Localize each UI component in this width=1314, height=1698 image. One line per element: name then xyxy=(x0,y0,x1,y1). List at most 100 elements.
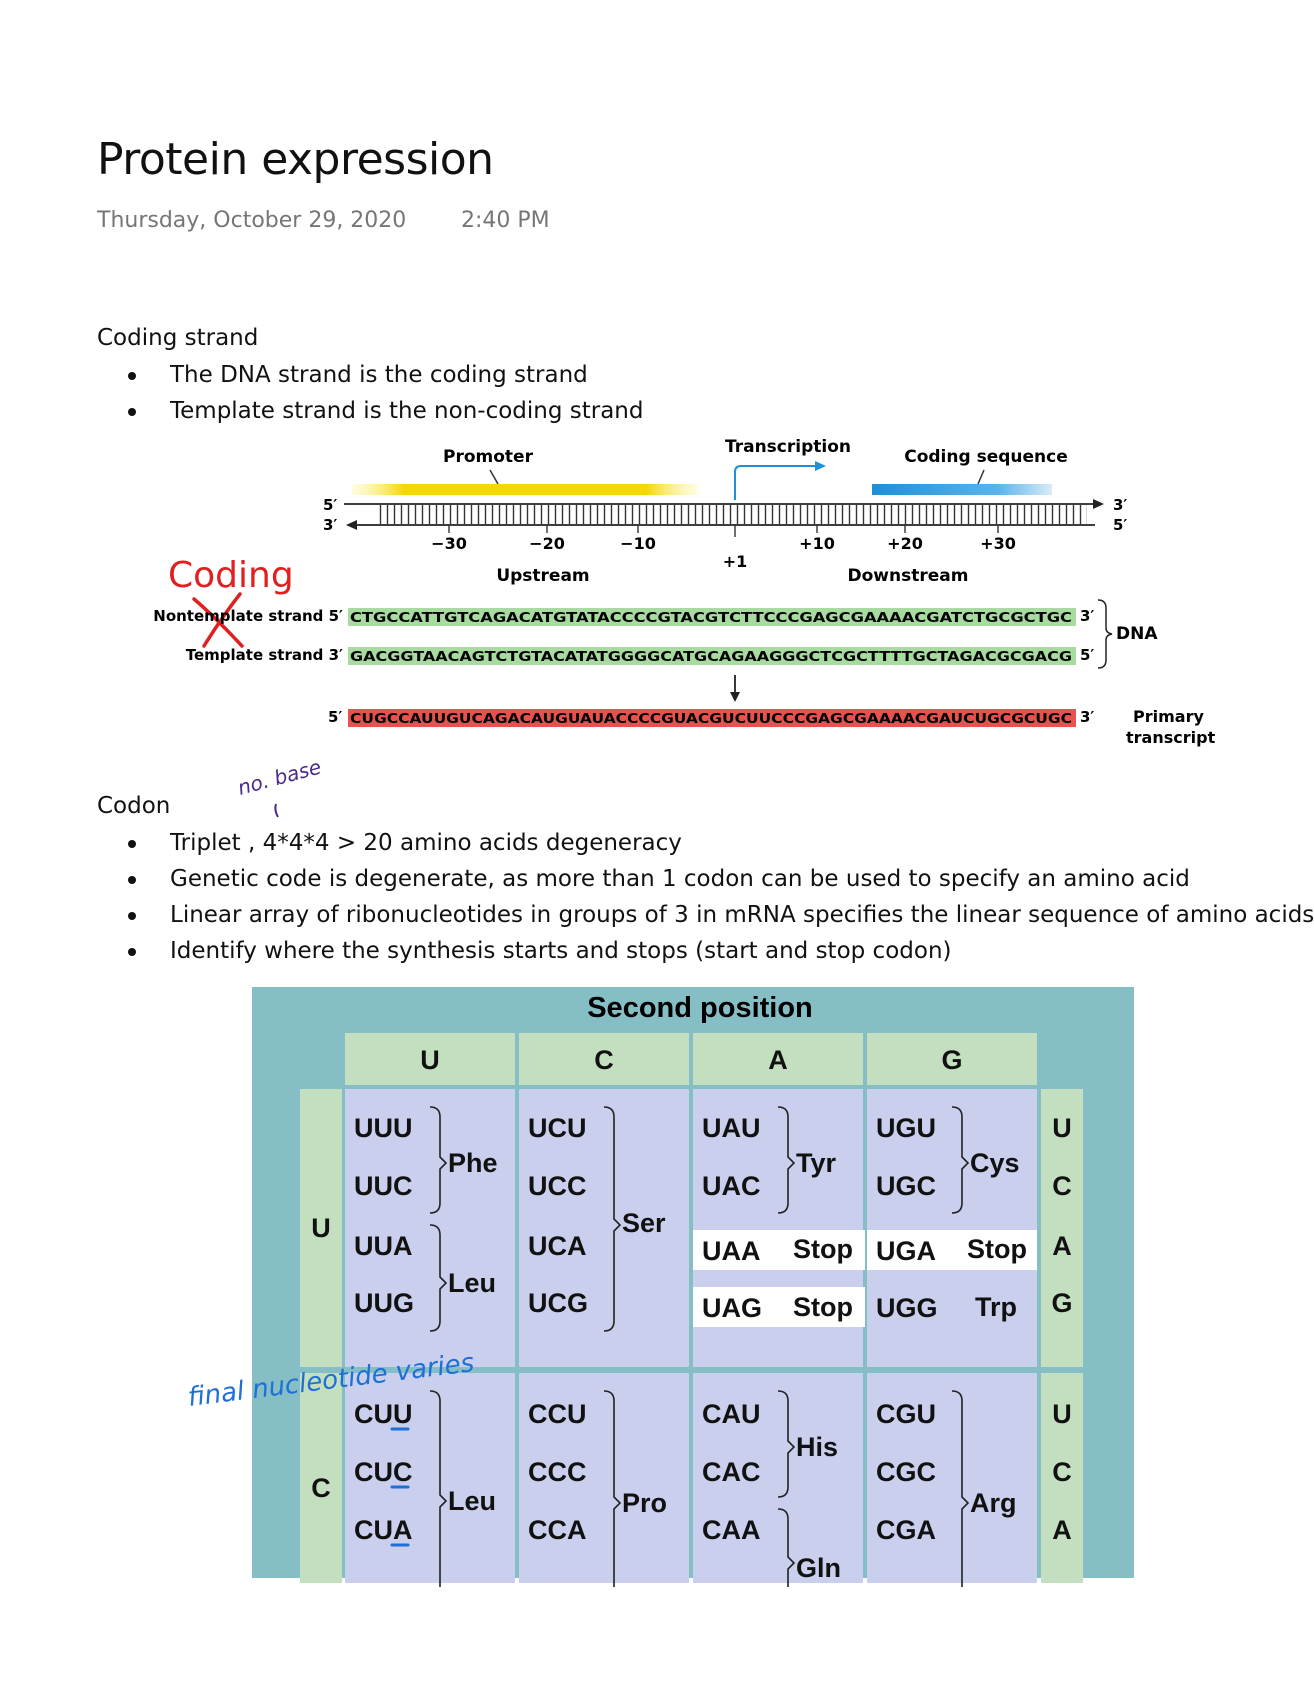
codon: UCU xyxy=(528,1113,587,1143)
note-title: Protein expression xyxy=(97,134,494,185)
top-strand-5prime: 5′ xyxy=(323,496,337,514)
column-header: U xyxy=(420,1045,440,1075)
tick-label: +10 xyxy=(799,534,835,553)
column-header: C xyxy=(594,1045,614,1075)
nontemplate-strand-label: Nontemplate strand 5′ xyxy=(153,607,343,625)
transcription-label: Transcription xyxy=(725,437,851,457)
list-item: Genetic code is degenerate, as more than… xyxy=(120,861,1200,897)
tick-label: +20 xyxy=(887,534,923,553)
codon: UUC xyxy=(354,1171,413,1201)
dna-brace-icon xyxy=(1097,599,1113,669)
codon: CCU xyxy=(528,1399,587,1429)
nontemplate-sequence: CTGCCATTGTCAGACATGTATACCCCGTACGTCTTCCCGA… xyxy=(350,610,1072,626)
stop-label: Stop xyxy=(793,1234,853,1264)
handwritten-cross-icon xyxy=(192,592,244,648)
template-sequence: GACGGTAACAGTCTGTACATATGGGGCATGCAGAAGGGCT… xyxy=(350,649,1072,665)
upstream-label: Upstream xyxy=(496,566,589,586)
amino-acid: His xyxy=(796,1432,838,1462)
codon: CGA xyxy=(876,1515,936,1545)
tick-label: +1 xyxy=(723,552,748,571)
amino-acid: Cys xyxy=(970,1148,1020,1178)
codon-heading: Codon xyxy=(97,793,171,819)
coding-strand-heading: Coding strand xyxy=(97,325,259,351)
bottom-strand-5prime: 5′ xyxy=(1113,516,1127,534)
dna-label: DNA xyxy=(1116,624,1158,644)
codon: UCC xyxy=(528,1171,587,1201)
handwritten-coding: Coding xyxy=(168,555,294,596)
third-position: C xyxy=(1052,1457,1072,1487)
amino-acid: Ser xyxy=(622,1208,666,1238)
amino-acid: Gln xyxy=(796,1553,841,1583)
codon: UAU xyxy=(702,1113,761,1143)
bottom-strand-3prime: 3′ xyxy=(323,516,337,534)
codon: UUU xyxy=(354,1113,413,1143)
codon: UAA xyxy=(702,1236,761,1266)
third-position: G xyxy=(1051,1288,1072,1318)
handwritten-final-nucleotide-note: final nucleotide varies xyxy=(186,1348,476,1413)
downstream-label: Downstream xyxy=(848,566,969,586)
amino-acid: Leu xyxy=(448,1486,496,1516)
primary-transcript-label: transcript xyxy=(1126,728,1216,747)
first-position: C xyxy=(311,1473,331,1503)
codon: CUU xyxy=(354,1399,413,1429)
list-item: Identify where the synthesis starts and … xyxy=(120,933,1200,969)
tick-label: −30 xyxy=(431,534,467,553)
second-position-header: Second position xyxy=(587,992,813,1024)
codon: UAC xyxy=(702,1171,761,1201)
column-header: G xyxy=(941,1045,962,1075)
codon: UAG xyxy=(702,1293,762,1323)
promoter-label: Promoter xyxy=(443,447,534,467)
codon: UGG xyxy=(876,1293,938,1323)
third-position: U xyxy=(1052,1113,1072,1143)
codon: CCA xyxy=(528,1515,587,1545)
transcription-diagram: Promoter Transcription Coding sequence 5… xyxy=(153,437,1215,747)
list-item: Linear array of ribonucleotides in group… xyxy=(120,897,1314,933)
template-strand-label: Template strand 3′ xyxy=(186,646,343,664)
rna-5prime: 5′ xyxy=(328,708,342,726)
column-header: A xyxy=(768,1045,788,1075)
codon: CAA xyxy=(702,1515,761,1545)
codon: UCA xyxy=(528,1231,587,1261)
list-item: Triplet , 4*4*4 > 20 amino acids degener… xyxy=(120,825,1200,861)
top-strand-3prime: 3′ xyxy=(1113,496,1127,514)
codon: CUA xyxy=(354,1515,413,1545)
amino-acid: Leu xyxy=(448,1268,496,1298)
amino-acid: Arg xyxy=(970,1488,1017,1518)
codon: CAC xyxy=(702,1457,761,1487)
codon: UUA xyxy=(354,1231,413,1261)
coding-strand-list: The DNA strand is the coding strand Temp… xyxy=(120,357,1200,429)
codon-list: Triplet , 4*4*4 > 20 amino acids degener… xyxy=(120,825,1314,969)
amino-acid: Pro xyxy=(622,1488,667,1518)
stop-label: Stop xyxy=(967,1234,1027,1264)
promoter-bar xyxy=(352,484,698,495)
note-time: 2:40 PM xyxy=(461,208,550,233)
list-item: The DNA strand is the coding strand xyxy=(120,357,1200,393)
codon: UCG xyxy=(528,1288,588,1318)
codon: CGC xyxy=(876,1457,936,1487)
svg-text:final nucleotide varies: final nucleotide varies xyxy=(186,1348,476,1413)
stop-label: Stop xyxy=(793,1292,853,1322)
primary-transcript-label: Primary xyxy=(1133,707,1204,726)
amino-acid: Trp xyxy=(975,1292,1017,1322)
third-position: A xyxy=(1052,1515,1072,1545)
third-position: U xyxy=(1052,1399,1072,1429)
svg-text:no. base: no. base xyxy=(235,755,324,800)
first-position: U xyxy=(311,1213,331,1243)
list-item: Template strand is the non-coding strand xyxy=(120,393,1200,429)
amino-acid: Tyr xyxy=(796,1148,837,1178)
handwritten-annotation: no. base xyxy=(235,755,324,818)
codon: UGA xyxy=(876,1236,936,1266)
codon: UUG xyxy=(354,1288,414,1318)
coding-sequence-bar xyxy=(872,484,1052,495)
tick-label: −10 xyxy=(620,534,656,553)
tick-label: −20 xyxy=(529,534,565,553)
coding-sequence-label: Coding sequence xyxy=(904,447,1068,467)
codon: UGU xyxy=(876,1113,936,1143)
third-position: A xyxy=(1052,1231,1072,1261)
tick-label: +30 xyxy=(980,534,1016,553)
codon: CGU xyxy=(876,1399,936,1429)
codon: CCC xyxy=(528,1457,587,1487)
template-end: 5′ xyxy=(1080,646,1094,664)
note-date: Thursday, October 29, 2020 xyxy=(97,208,407,233)
codon: CUC xyxy=(354,1457,413,1487)
